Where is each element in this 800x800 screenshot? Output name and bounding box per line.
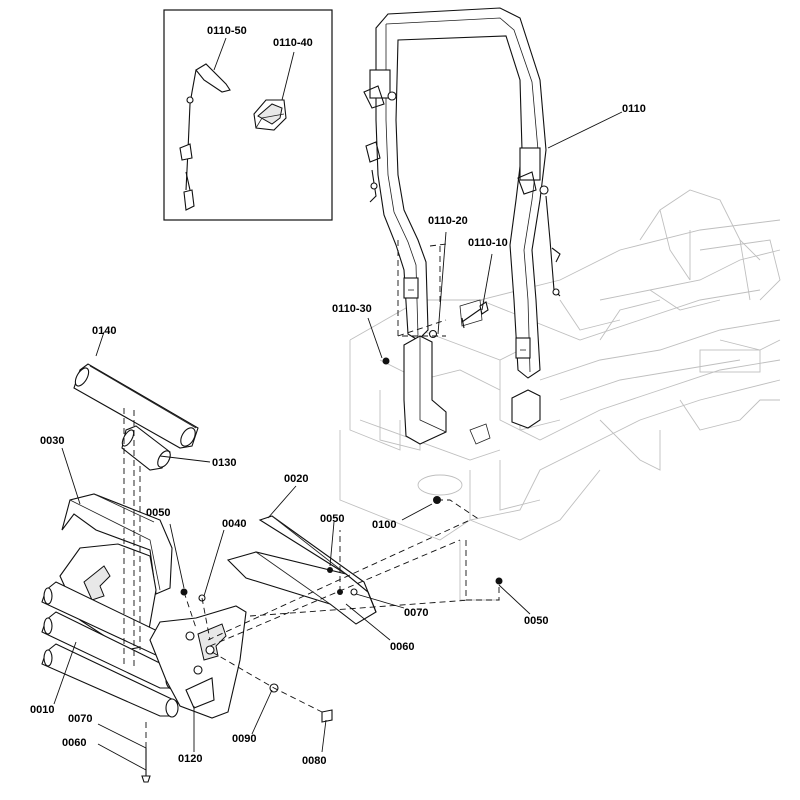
label-0070-right: 0070 [404, 607, 428, 619]
label-0110-30: 0110-30 [332, 303, 372, 315]
label-0050-right: 0050 [524, 615, 548, 627]
label-0050-top: 0050 [146, 507, 170, 519]
label-0110-20: 0110-20 [428, 215, 468, 227]
label-0070-left: 0070 [68, 713, 92, 725]
inset-label-0110-50: 0110-50 [207, 25, 247, 37]
label-0110-10: 0110-10 [468, 237, 508, 249]
label-0020: 0020 [284, 473, 308, 485]
bracket-0020 [226, 515, 377, 625]
label-0080: 0080 [302, 755, 326, 767]
label-0040: 0040 [222, 518, 246, 530]
rops-roll-bar [363, 7, 561, 379]
inset-box [163, 9, 333, 221]
callout-labels: 0110-50 0110-40 0110 0110-20 0110-10 011… [30, 25, 646, 767]
label-0010: 0010 [30, 704, 54, 716]
bolt-0080 [321, 709, 333, 723]
label-0060-left: 0060 [62, 737, 86, 749]
leader-lines [53, 111, 623, 771]
label-0090: 0090 [232, 733, 256, 745]
label-0130: 0130 [212, 457, 236, 469]
label-0140: 0140 [92, 325, 116, 337]
inset-label-0110-40: 0110-40 [273, 37, 313, 49]
tube-0130 [121, 425, 171, 471]
small-hardware [141, 588, 333, 783]
label-0060-right: 0060 [390, 641, 414, 653]
chassis-frame [339, 189, 781, 601]
rops-mounting-posts [403, 299, 541, 445]
label-0120: 0120 [178, 753, 202, 765]
label-0050-mid: 0050 [320, 513, 344, 525]
label-0030: 0030 [40, 435, 64, 447]
assembly-lines [123, 408, 500, 748]
label-0110: 0110 [622, 103, 646, 115]
rops-hardware [382, 240, 489, 365]
label-0100: 0100 [372, 519, 396, 531]
tube-0140 [73, 363, 199, 449]
